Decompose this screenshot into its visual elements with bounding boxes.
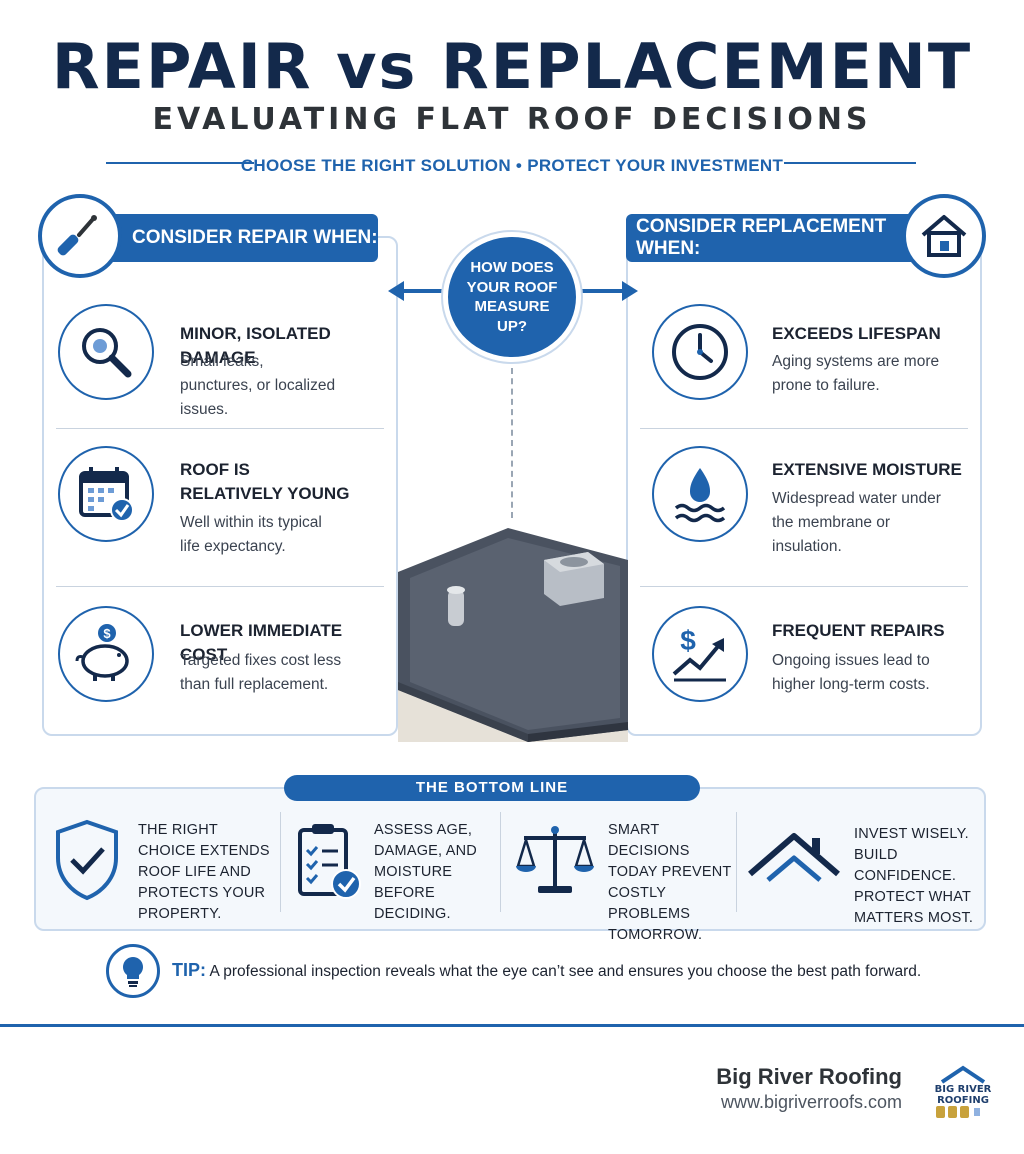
water-drop-icon	[652, 446, 748, 542]
divider	[56, 586, 384, 587]
bottom-line-box	[34, 787, 986, 931]
tagline-rule-left	[106, 162, 254, 164]
dollar-trend-icon: $	[652, 606, 748, 702]
svg-text:$: $	[103, 626, 111, 641]
page-subtitle: EVALUATING FLAT ROOF DECISIONS	[152, 102, 872, 137]
tip-text: A professional inspection reveals what t…	[209, 963, 922, 980]
brand-name: Big River Roofing	[716, 1064, 902, 1089]
replacement-item-title: FREQUENT REPAIRS	[772, 621, 945, 640]
tagline: CHOOSE THE RIGHT SOLUTION • PROTECT YOUR…	[240, 156, 784, 175]
flat-roof-illustration	[398, 520, 628, 742]
center-question: HOW DOES YOUR ROOF MEASURE UP?	[443, 232, 581, 362]
repair-item-title: LOWER IMMEDIATE COST	[180, 621, 343, 664]
company-logo: BIG RIVER ROOFING	[928, 1062, 998, 1124]
screwdriver-icon	[38, 194, 122, 278]
magnifier-icon	[58, 304, 154, 400]
replacement-item-text: Ongoing issues lead to higher long-term …	[772, 652, 930, 693]
bottom-line-text: ASSESS AGE, DAMAGE, AND MOISTURE BEFORE …	[374, 822, 477, 922]
repair-item-title: MINOR, ISOLATED DAMAGE	[180, 324, 331, 367]
brand-url[interactable]: www.bigriverroofs.com	[720, 1092, 902, 1112]
logo-text: BIG RIVER ROOFING	[934, 1084, 992, 1106]
svg-text:$: $	[680, 625, 696, 656]
replacement-item-title: EXTENSIVE MOISTURE	[772, 460, 962, 479]
calendar-check-icon	[58, 446, 154, 542]
replacement-item-title: EXCEEDS LIFESPAN	[772, 324, 941, 343]
tagline-rule-right	[784, 162, 916, 164]
bottom-line-text: SMART DECISIONS TODAY PREVENT COSTLY PRO…	[608, 822, 732, 943]
scales-icon	[514, 822, 596, 903]
bottom-line-text: INVEST WISELY. BUILD CONFIDENCE. PROTECT…	[854, 826, 974, 926]
center-question-text: HOW DOES YOUR ROOF MEASURE UP?	[466, 259, 558, 335]
repair-item-title: ROOF IS RELATIVELY YOUNG	[180, 460, 350, 503]
replacement-heading: CONSIDER REPLACEMENT WHEN:	[626, 214, 926, 262]
column-divider	[500, 812, 501, 912]
tip-label: TIP:	[172, 960, 206, 980]
checklist-icon	[296, 822, 364, 907]
divider	[640, 428, 968, 429]
roofline-icon	[746, 828, 842, 889]
repair-heading: CONSIDER REPAIR WHEN:	[96, 214, 378, 262]
divider	[640, 586, 968, 587]
repair-item-text: Well within its typical life expectancy.	[180, 514, 322, 555]
repair-item-text: Small leaks, punctures, or localized iss…	[180, 353, 336, 418]
column-divider	[280, 812, 281, 912]
shield-check-icon	[52, 818, 122, 907]
bottom-line-text: THE RIGHT CHOICE EXTENDS ROOF LIFE AND P…	[138, 822, 270, 922]
tip-line: TIP: A professional inspection reveals w…	[172, 960, 921, 981]
divider	[56, 428, 384, 429]
page-title: REPAIR vs REPLACEMENT	[51, 30, 973, 103]
clock-icon	[652, 304, 748, 400]
piggy-bank-icon: $	[58, 606, 154, 702]
center-connector	[511, 368, 513, 518]
footer-rule	[0, 1024, 1024, 1027]
replacement-item-text: Widespread water under the membrane or i…	[772, 490, 941, 555]
repair-item-text: Targeted fixes cost less than full repla…	[180, 652, 342, 693]
column-divider	[736, 812, 737, 912]
lightbulb-icon	[106, 944, 160, 998]
bottom-line-heading: THE BOTTOM LINE	[284, 775, 700, 801]
direction-arrows-icon	[388, 281, 638, 301]
house-icon	[902, 194, 986, 278]
replacement-item-text: Aging systems are more prone to failure.	[772, 353, 940, 394]
